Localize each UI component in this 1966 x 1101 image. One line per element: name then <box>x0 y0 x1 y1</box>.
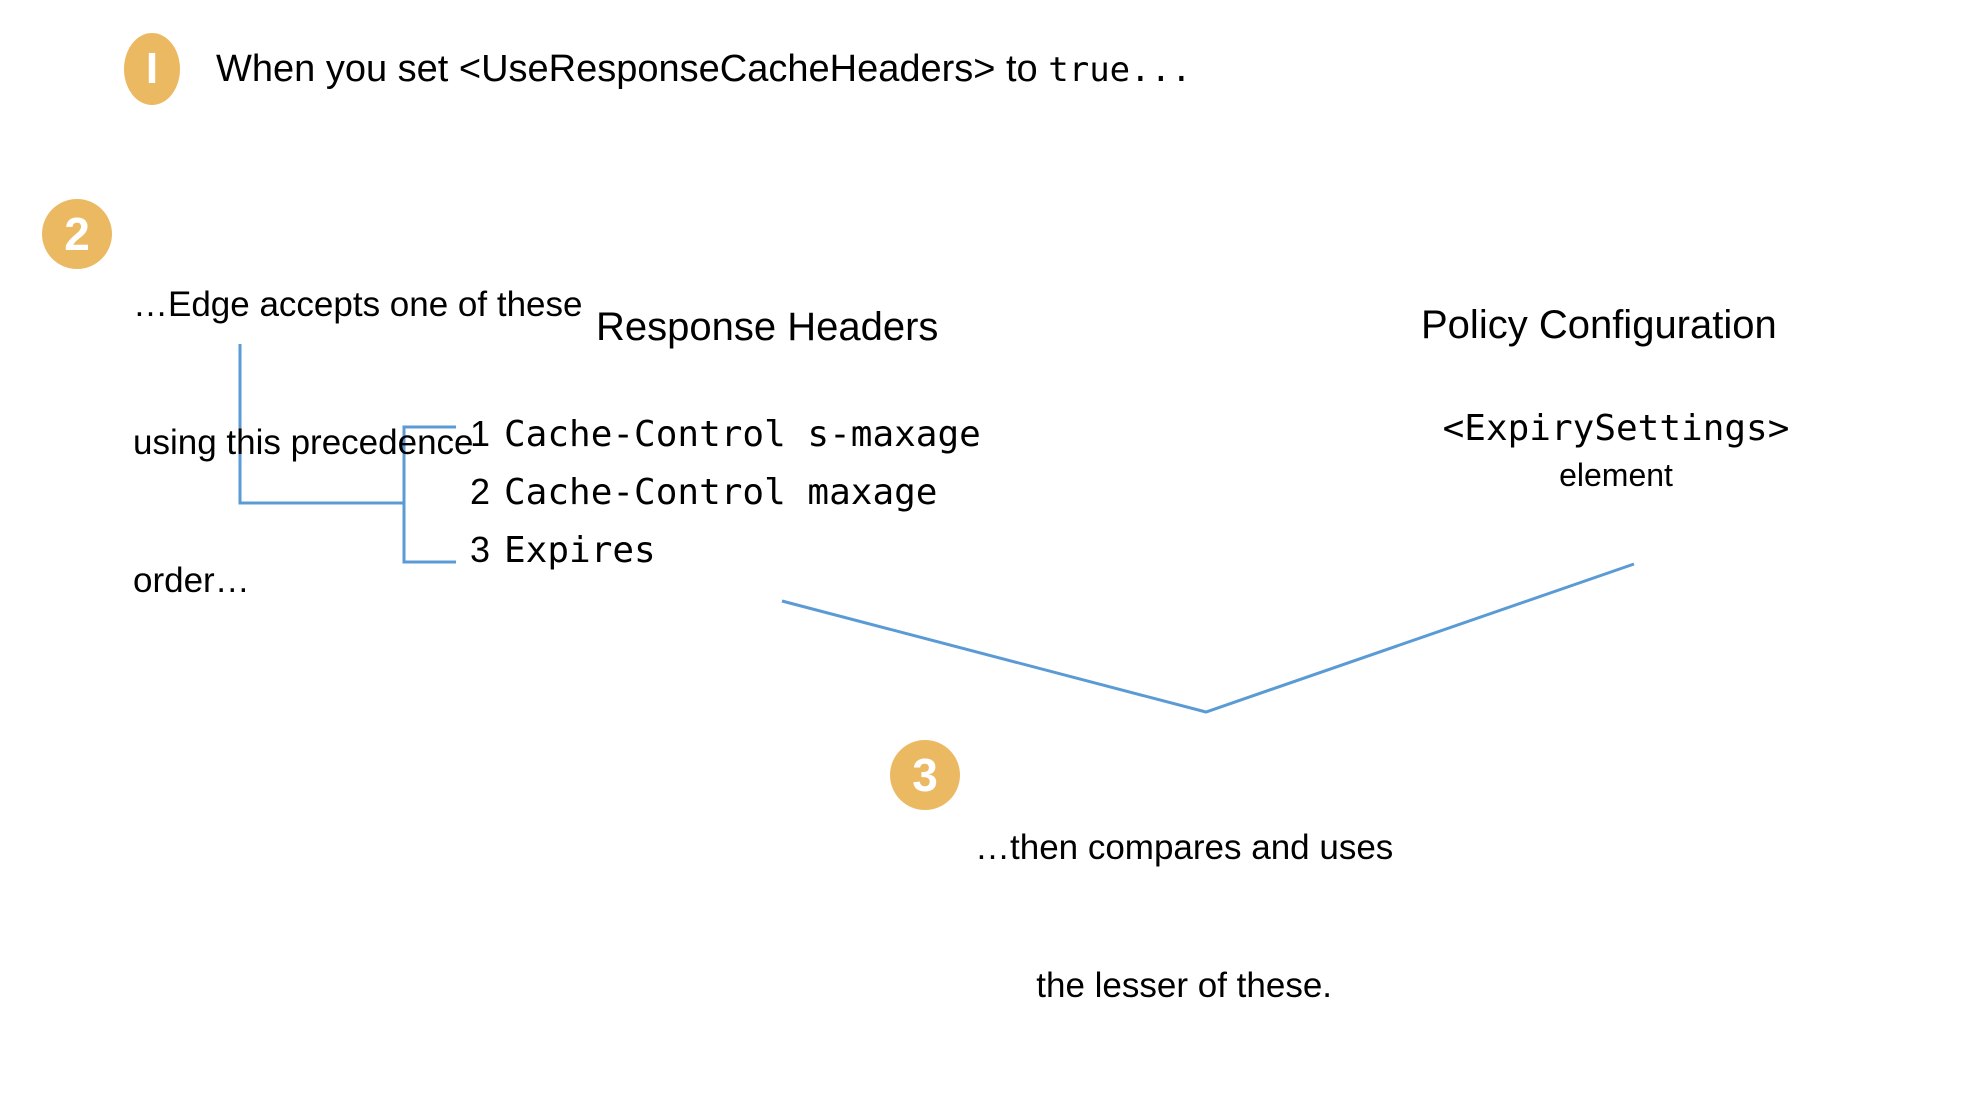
step-3-text-line-2: the lesser of these. <box>1036 966 1333 1005</box>
step-2-text-line-3: order… <box>133 561 250 600</box>
step-1-text: When you set <UseResponseCacheHeaders> t… <box>216 44 1192 95</box>
step-2-text-line-1: …Edge accepts one of these <box>133 285 583 324</box>
list-item: 2 Cache-Control maxage <box>470 471 981 529</box>
step-3-text: …then compares and uses the lesser of th… <box>975 733 1393 1101</box>
precedence-list: 1 Cache-Control s-maxage 2 Cache-Control… <box>470 413 981 587</box>
policy-element-word: element <box>1559 457 1673 493</box>
list-item-label: Expires <box>504 530 656 571</box>
list-item: 3 Expires <box>470 529 981 587</box>
list-item-label: Cache-Control s-maxage <box>504 414 981 455</box>
list-item-number: 1 <box>470 413 491 454</box>
list-item: 1 Cache-Control s-maxage <box>470 413 981 471</box>
diagram-canvas: I When you set <UseResponseCacheHeaders>… <box>42 33 1811 1005</box>
step-2-badge: 2 <box>42 199 112 269</box>
list-item-label: Cache-Control maxage <box>504 472 938 513</box>
policy-element-block: <ExpirySettings> element <box>1421 405 1811 497</box>
step-2-text-line-2: using this precedence <box>133 423 474 462</box>
step-1-text-mono-value: true... <box>1048 50 1192 90</box>
step-1-badge: I <box>124 33 180 105</box>
list-item-number: 3 <box>470 529 491 570</box>
list-item-number: 2 <box>470 471 491 512</box>
policy-element-tag: <ExpirySettings> <box>1442 408 1790 449</box>
step-2-text: …Edge accepts one of these using this pr… <box>133 190 582 696</box>
response-headers-title: Response Headers <box>596 305 939 349</box>
step-3-badge: 3 <box>890 740 960 810</box>
policy-configuration-title: Policy Configuration <box>1421 303 1777 347</box>
step-1-text-prefix: When you set <UseResponseCacheHeaders> t… <box>216 48 1049 90</box>
step-3-text-line-1: …then compares and uses <box>975 828 1394 867</box>
